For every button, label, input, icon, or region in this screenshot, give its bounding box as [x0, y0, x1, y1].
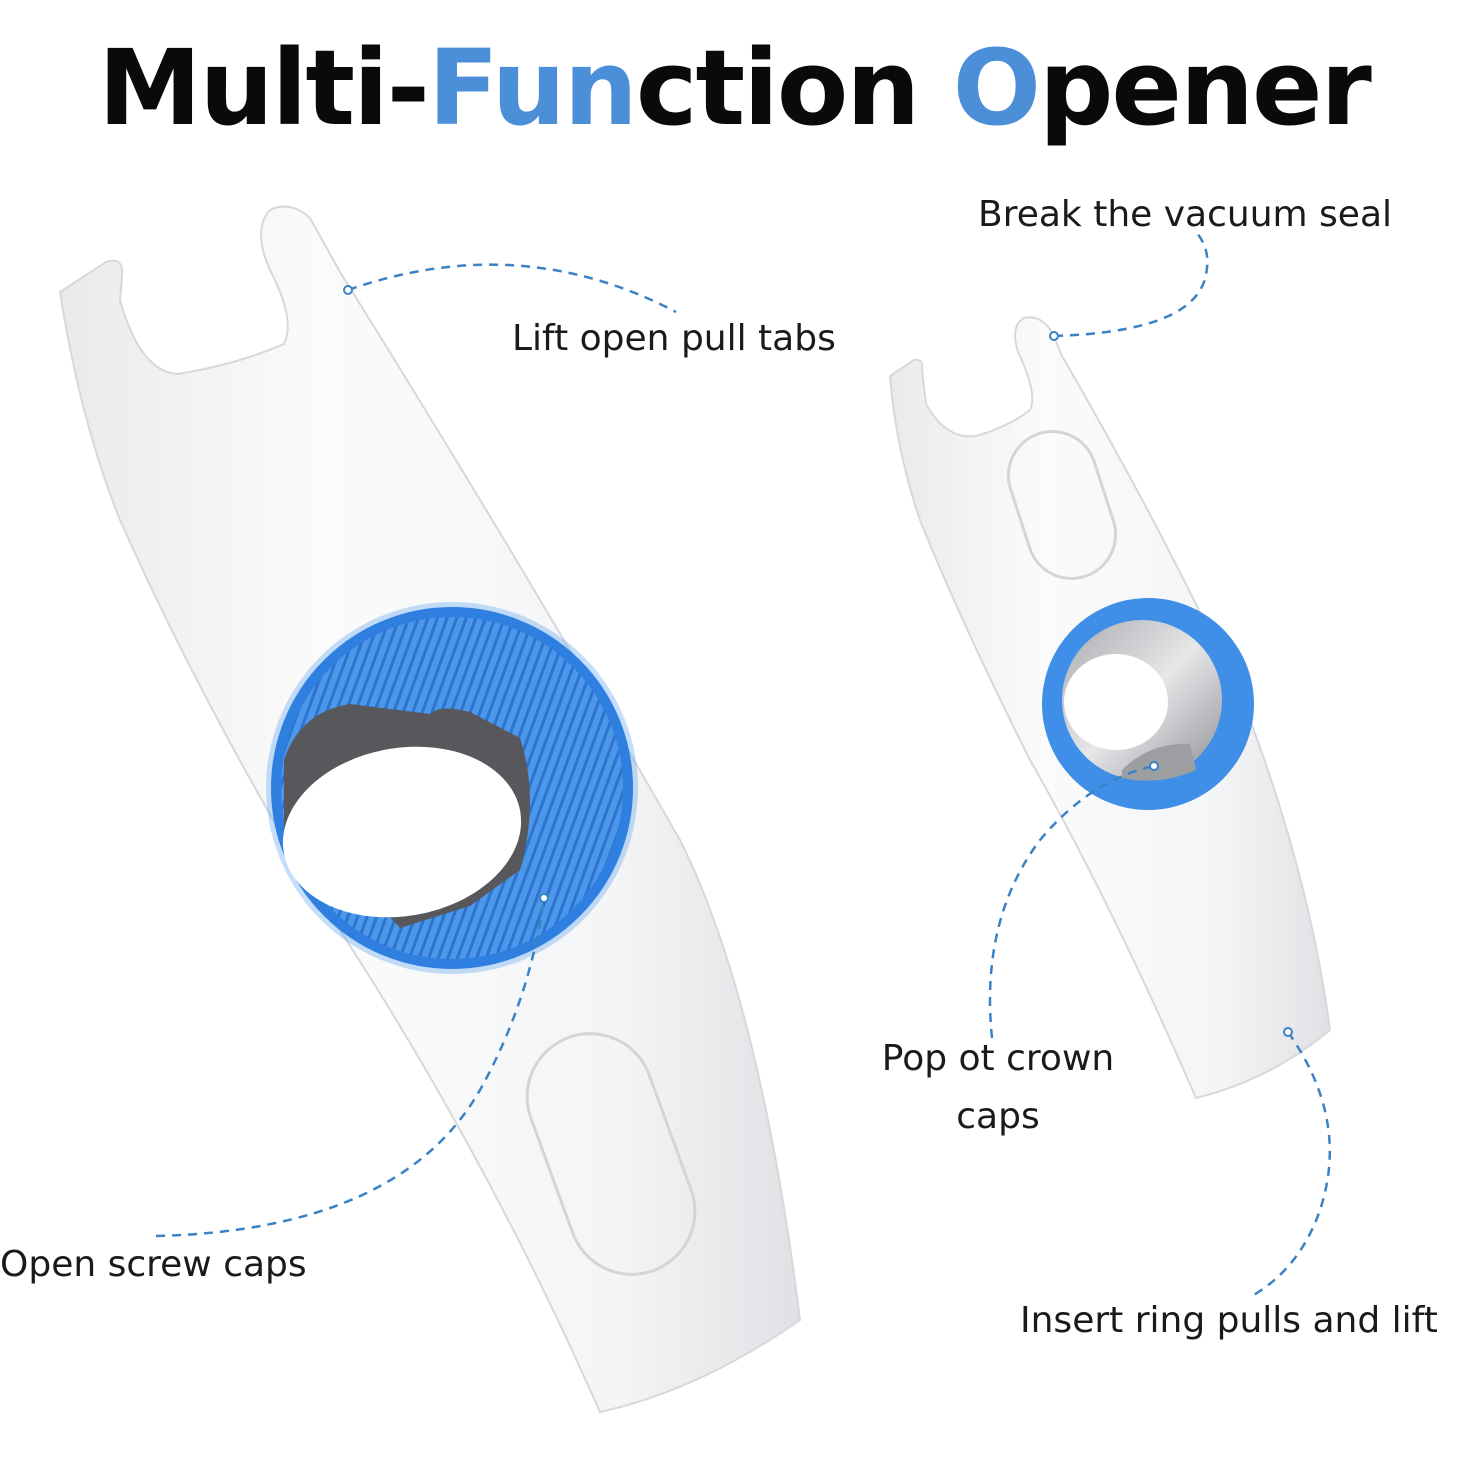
title-part-1: Multi-	[98, 27, 430, 149]
anchor-dot-pull-tabs	[343, 285, 353, 295]
title-part-4: O	[952, 27, 1041, 149]
anchor-dot-ring	[1283, 1027, 1293, 1037]
callout-line-pull-tabs	[347, 263, 677, 314]
anchor-dot-vacuum	[1049, 331, 1059, 341]
page-title: Multi-Function Opener	[0, 18, 1468, 158]
anchor-dot-screw	[539, 893, 549, 903]
title-part-2: Fun	[427, 27, 638, 149]
large-opener-ring-rim	[271, 607, 633, 969]
small-opener-tooth	[1122, 743, 1196, 781]
small-opener-slot	[1006, 430, 1118, 580]
callout-break-vacuum-seal: Break the vacuum seal	[978, 194, 1392, 235]
small-opener-hole	[1064, 654, 1168, 750]
title-part-5: pener	[1038, 27, 1372, 149]
callout-lines	[155, 229, 1331, 1298]
small-opener	[888, 316, 1332, 1100]
callout-pop-crown-caps: Pop ot crown caps	[881, 1038, 1115, 1137]
callout-line-ring	[1251, 1031, 1331, 1298]
anchor-dot-crown	[1149, 761, 1159, 771]
callout-anchor-dots	[343, 285, 1293, 1037]
large-opener-hole	[282, 746, 522, 918]
title-part-3: ction	[635, 27, 953, 149]
callout-lift-pull-tabs: Lift open pull tabs	[512, 318, 836, 359]
callout-insert-ring-pulls: Insert ring pulls and lift	[1020, 1300, 1438, 1341]
callout-line-screw	[155, 897, 546, 1238]
large-opener-slot	[525, 1032, 697, 1276]
callout-open-screw-caps: Open screw caps	[0, 1244, 307, 1285]
callout-line-vacuum	[1053, 229, 1209, 338]
large-opener	[58, 205, 802, 1414]
